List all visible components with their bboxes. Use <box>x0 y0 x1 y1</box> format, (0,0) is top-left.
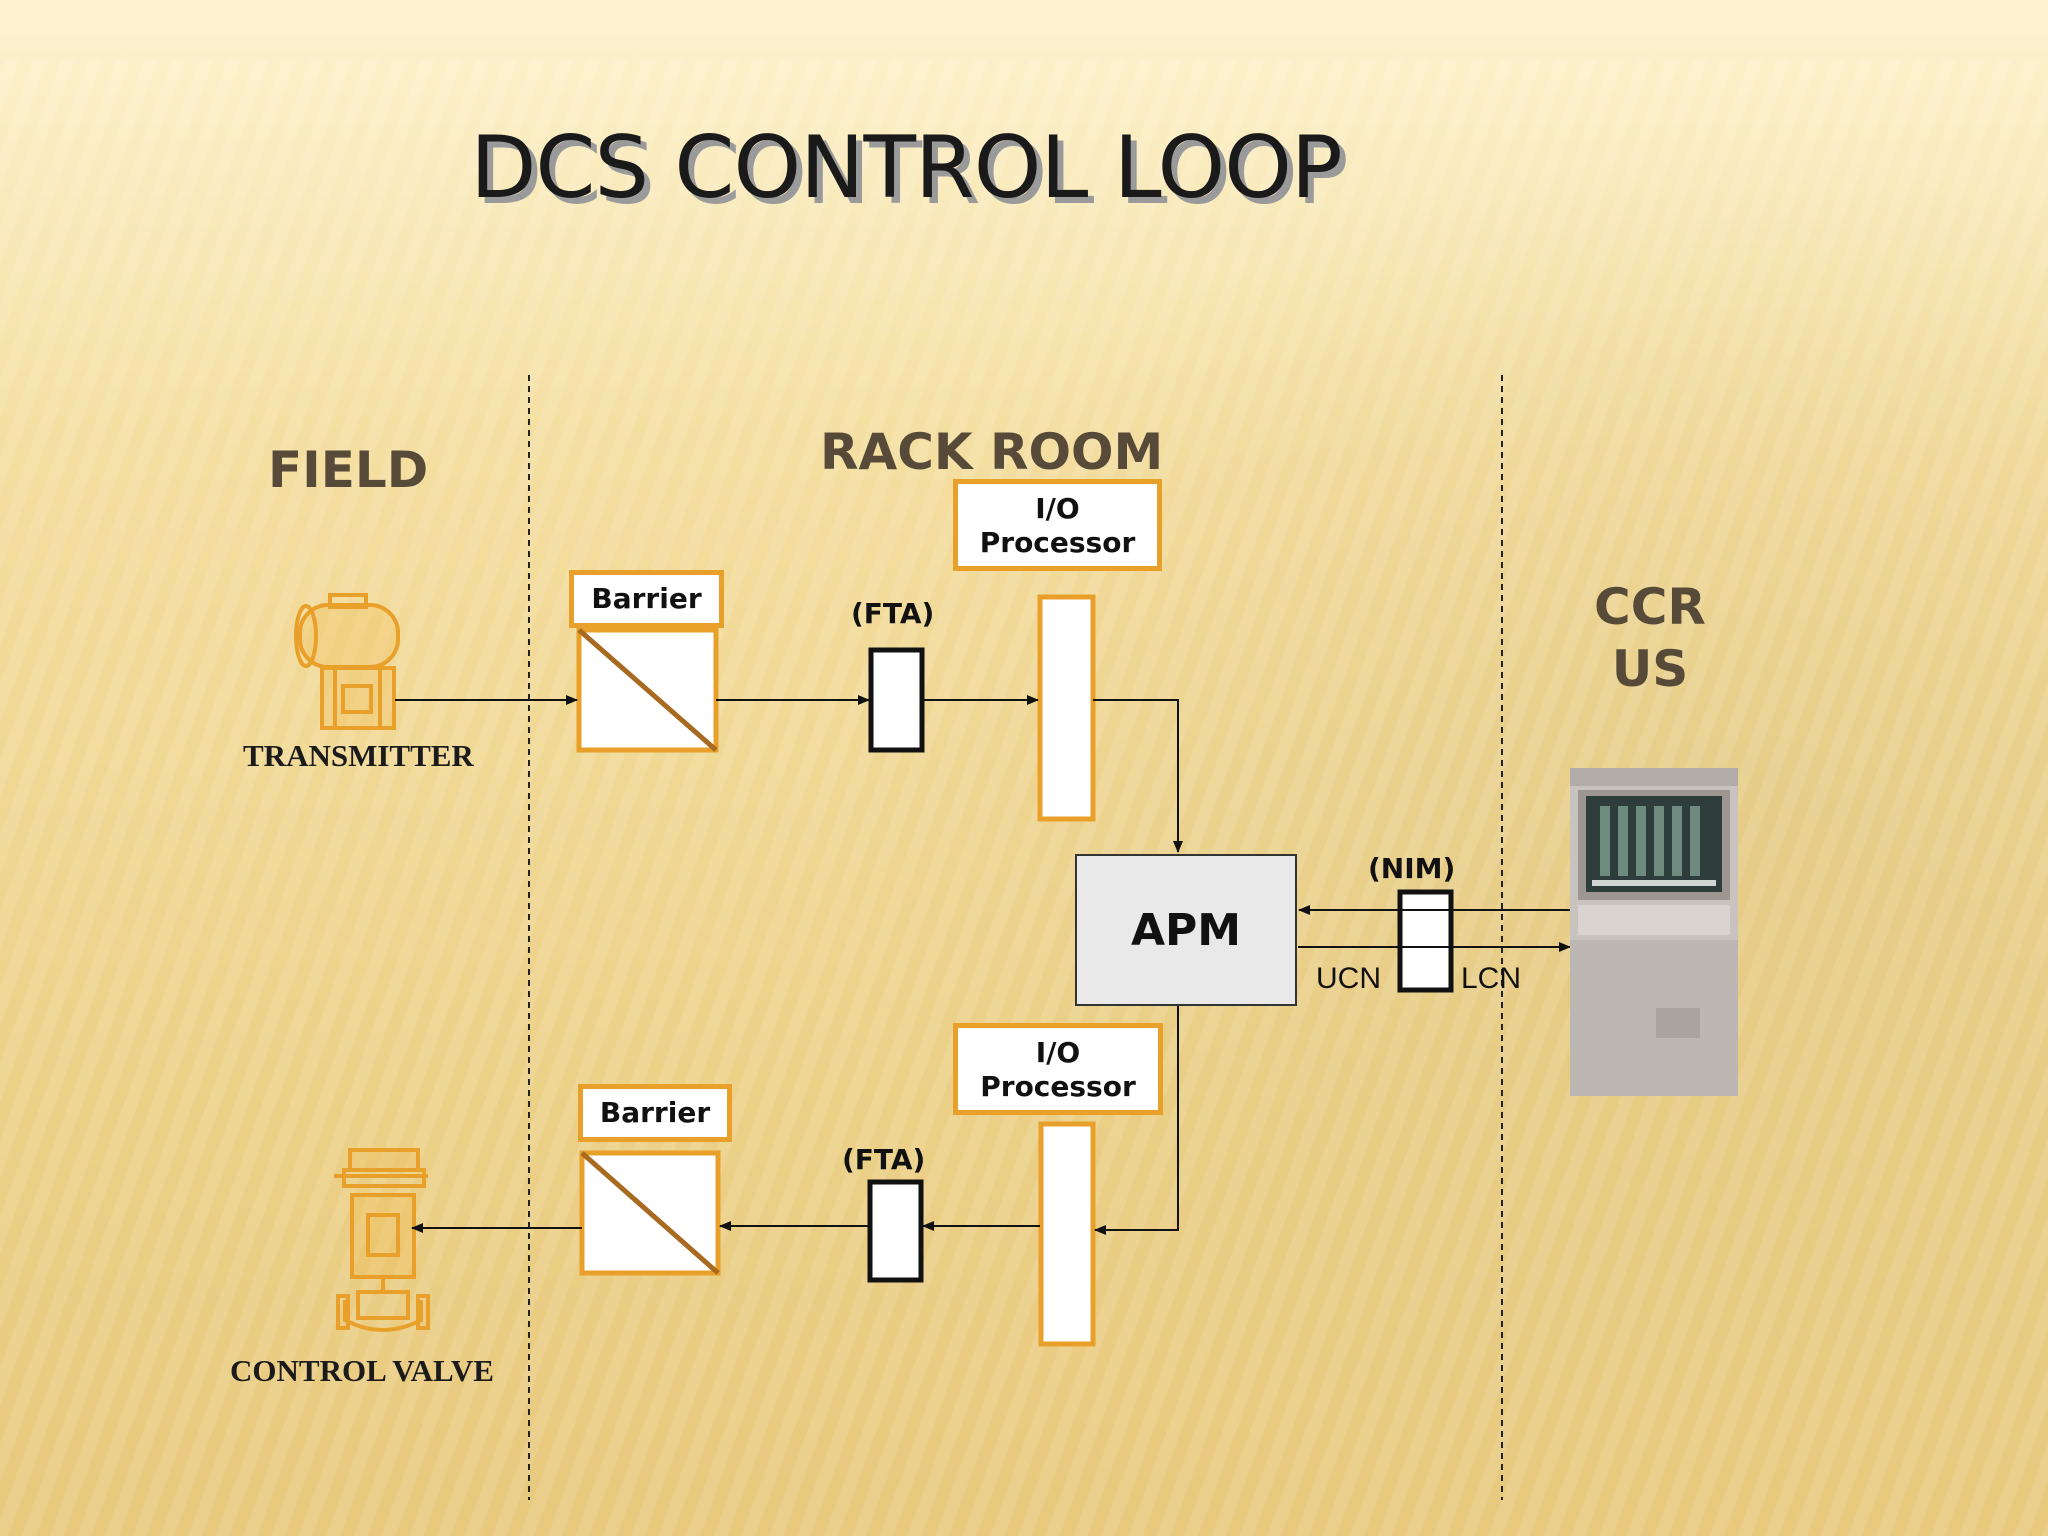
apm-to-io-arrow <box>1094 1006 1179 1235</box>
apm-label: APM <box>1130 904 1242 956</box>
control-valve-label: CONTROL VALVE <box>230 1353 494 1388</box>
io-processor-bottom-column <box>1038 1121 1096 1347</box>
fta-bottom-label: (FTA) <box>842 1143 926 1176</box>
barrier-bottom-label: Barrier <box>578 1084 732 1142</box>
io-processor-top-column <box>1037 594 1096 822</box>
transmitter-label: TRANSMITTER <box>243 738 474 773</box>
nim-box <box>1397 889 1454 993</box>
region-field-label: FIELD <box>268 441 429 499</box>
page-title: DCS CONTROL LOOP <box>470 118 1343 218</box>
ucn-label: UCN <box>1316 962 1381 995</box>
operator-console-image <box>1570 768 1738 1096</box>
barrier-top-label: Barrier <box>569 570 724 628</box>
lcn-label: LCN <box>1461 962 1522 995</box>
transmitter-icon <box>294 593 400 730</box>
region-rack-room-label: RACK ROOM <box>820 423 1164 481</box>
nim-label: (NIM) <box>1368 852 1456 885</box>
io-processor-top-label: I/O Processor <box>953 479 1162 571</box>
io-to-apm-arrow <box>1093 699 1183 853</box>
fta-bottom-box <box>867 1179 924 1283</box>
apm-block: APM <box>1075 854 1297 1006</box>
fta-top-label: (FTA) <box>851 597 935 630</box>
io-processor-bottom-label: I/O Processor <box>953 1023 1163 1115</box>
region-ccr-label: CCR US <box>1594 578 1706 698</box>
control-valve-icon <box>334 1148 430 1332</box>
fta-top-box <box>868 647 925 753</box>
